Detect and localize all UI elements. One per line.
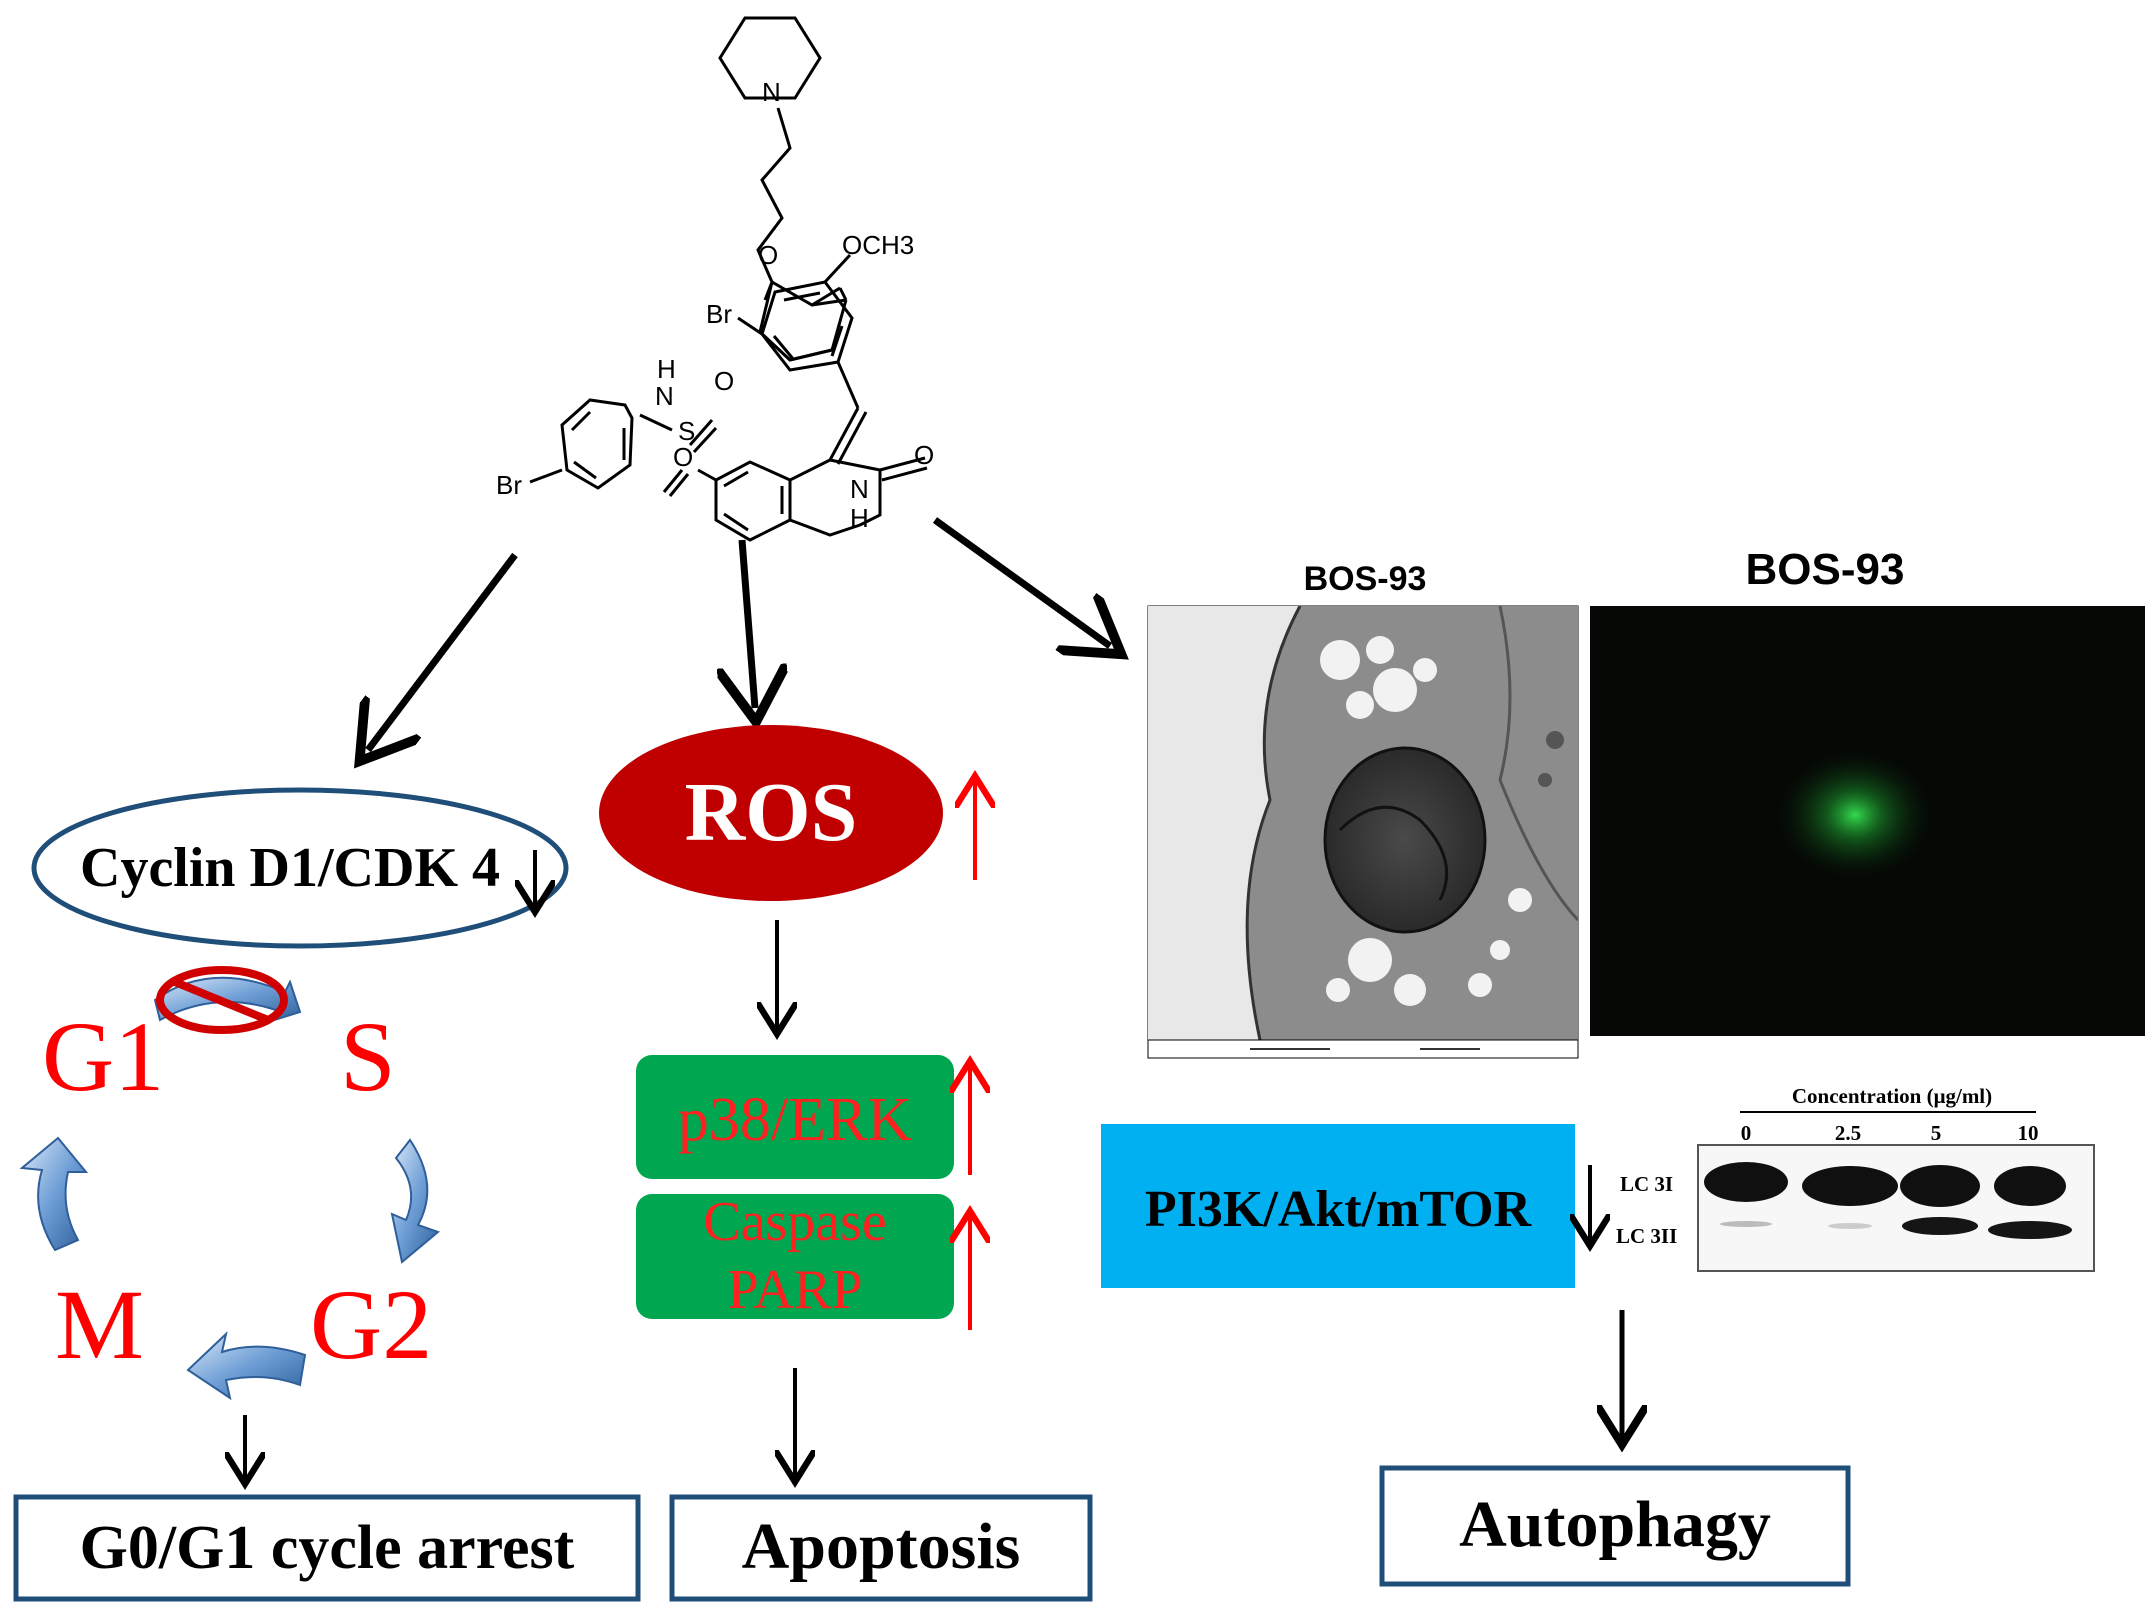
cycle-arrow-m-to-g1 bbox=[19, 1136, 89, 1252]
phase-g1: G1 bbox=[42, 1001, 164, 1112]
phase-s: S bbox=[340, 1001, 396, 1112]
cycle-arrow-s-to-g2 bbox=[390, 1138, 440, 1264]
arrow-to-autophagy bbox=[932, 517, 1110, 646]
kinase-box bbox=[636, 1055, 954, 1179]
pathway-box bbox=[1101, 1124, 1575, 1288]
blot-row-label: LC 3II bbox=[1616, 1224, 1677, 1248]
tem-title: BOS-93 bbox=[1304, 560, 1427, 598]
parp-label: PARP bbox=[728, 1259, 863, 1321]
atom-label: S bbox=[678, 416, 695, 446]
cyclin-ellipse bbox=[31, 787, 569, 949]
arrest-box bbox=[13, 1494, 641, 1602]
fluor-title: BOS-93 bbox=[1746, 545, 1905, 594]
atom-labels: N O OCH3 Br H N S O O Br O N H bbox=[496, 77, 934, 533]
blot-conc: 10 bbox=[2018, 1121, 2039, 1145]
autophagy-branch: BOS-93 BOS-93 bbox=[1101, 545, 2145, 1587]
piperidine-ring bbox=[718, 16, 822, 100]
cyclin-label: Cyclin D1/CDK 4 bbox=[80, 837, 500, 899]
oxindole-ring bbox=[714, 458, 882, 542]
ros-ellipse bbox=[599, 725, 943, 901]
kinase-label: p38/ERK bbox=[678, 1086, 912, 1154]
atom-label: O bbox=[714, 366, 734, 396]
cycle-arrow-g2-to-m bbox=[186, 1331, 307, 1401]
atom-label: N bbox=[762, 77, 781, 107]
phase-g2: G2 bbox=[310, 1269, 432, 1380]
arrow-to-cell-cycle bbox=[368, 552, 518, 750]
pathway-label: PI3K/Akt/mTOR bbox=[1145, 1181, 1533, 1238]
blocked-transition-icon bbox=[153, 966, 302, 1034]
fluorescence-image bbox=[1590, 606, 2145, 1036]
atom-label: O bbox=[914, 440, 934, 470]
blot-conc: 5 bbox=[1931, 1121, 1942, 1145]
atom-label: H bbox=[850, 503, 869, 533]
apoptosis-branch: ROS p38/ERK Caspase PARP Apoptosis bbox=[599, 725, 1093, 1602]
atom-label: OCH3 bbox=[842, 230, 914, 260]
caspase-label: Caspase bbox=[703, 1191, 887, 1253]
caspase-box bbox=[636, 1194, 954, 1319]
atom-label: H bbox=[657, 354, 676, 384]
autophagy-label: Autophagy bbox=[1459, 1488, 1771, 1561]
atom-label: O bbox=[758, 240, 778, 270]
western-blot: Concentration (μg/ml) 0 2.5 5 10 LC 3I L… bbox=[1616, 1084, 2095, 1272]
arrest-label: G0/G1 cycle arrest bbox=[80, 1514, 575, 1582]
autophagy-box bbox=[1379, 1465, 1851, 1587]
bromophenyl-ring bbox=[560, 398, 634, 490]
blot-row-label: LC 3I bbox=[1620, 1172, 1673, 1196]
atom-label: O bbox=[673, 442, 693, 472]
arrow-to-ros bbox=[742, 539, 755, 708]
atom-label: N bbox=[850, 474, 869, 504]
blot-title: Concentration (μg/ml) bbox=[1792, 1084, 1992, 1108]
branch-arrows bbox=[368, 517, 1110, 750]
apoptosis-box bbox=[669, 1494, 1093, 1602]
tem-micrograph bbox=[1147, 605, 1580, 1059]
apoptosis-label: Apoptosis bbox=[742, 1510, 1021, 1583]
blot-conc: 0 bbox=[1741, 1121, 1752, 1145]
blot-conc: 2.5 bbox=[1835, 1121, 1861, 1145]
atom-label: Br bbox=[496, 470, 522, 500]
compound-structure bbox=[529, 16, 928, 542]
propyl-chain bbox=[756, 107, 792, 283]
cell-cycle-branch: Cyclin D1/CDK 4 G1 S G2 M G0/G1 cycle ar… bbox=[13, 787, 641, 1602]
atom-label: Br bbox=[706, 299, 732, 329]
atom-label: N bbox=[655, 381, 674, 411]
ros-label: ROS bbox=[685, 766, 858, 859]
phase-m: M bbox=[55, 1269, 144, 1380]
